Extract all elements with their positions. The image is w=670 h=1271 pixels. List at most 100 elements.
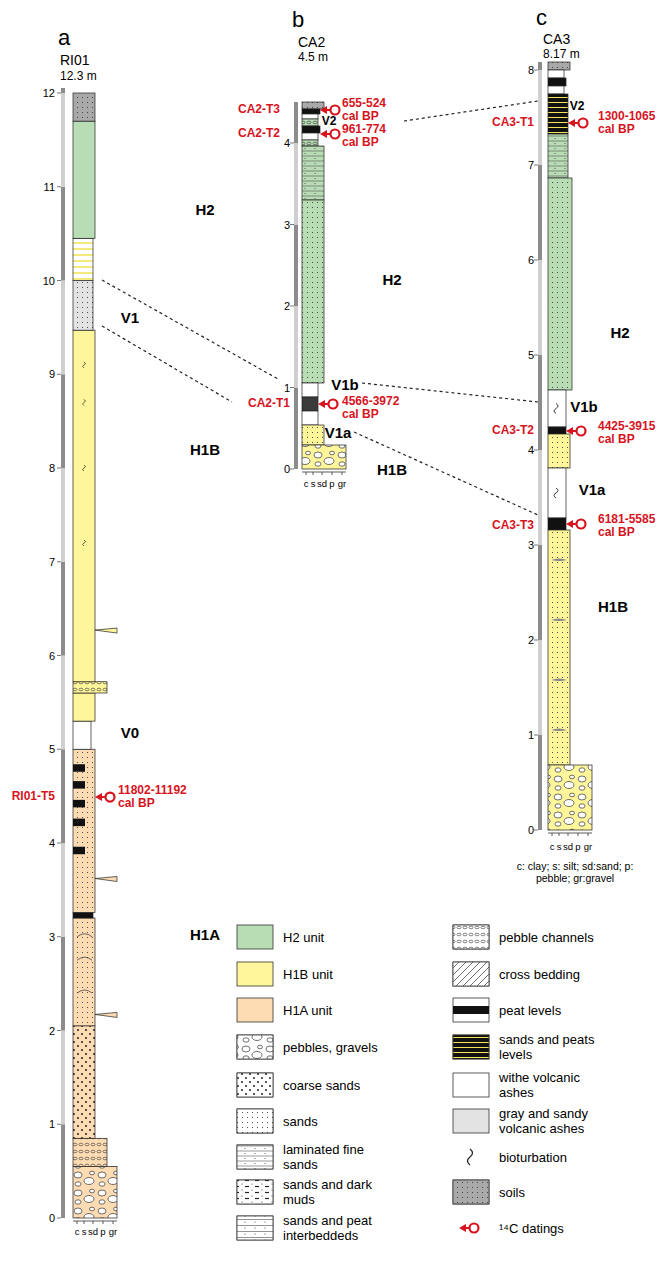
sand-lens bbox=[95, 628, 117, 633]
stratum-layer bbox=[548, 390, 566, 427]
legend-swatch bbox=[453, 1145, 489, 1169]
stratum-pattern bbox=[548, 530, 570, 765]
sample-code: CA2-T1 bbox=[248, 397, 290, 411]
stratum-layer bbox=[73, 682, 107, 693]
depth-tick: 5 bbox=[528, 349, 534, 362]
unit-label: H2 bbox=[382, 271, 401, 288]
legend-swatch bbox=[453, 1109, 489, 1133]
bioturbation-symbol bbox=[468, 1149, 473, 1165]
stratum-pattern bbox=[302, 102, 324, 109]
depth-tick-mark bbox=[57, 186, 61, 187]
stratum-layer bbox=[302, 102, 324, 109]
stratum-layer bbox=[302, 445, 346, 469]
dating-arrow bbox=[95, 793, 102, 801]
grain-size-note: c: clay; s: silt; sd:sand; p: pebble; gr… bbox=[500, 860, 650, 884]
unit-label: V1a bbox=[325, 424, 352, 441]
stratum-pattern bbox=[548, 62, 570, 70]
radiocarbon-age: 4566-3972 cal BP bbox=[342, 395, 410, 421]
stratum-outline bbox=[73, 918, 95, 1026]
stratum-layer bbox=[548, 62, 570, 70]
stratum-layer bbox=[73, 238, 93, 280]
legend-item bbox=[453, 1035, 489, 1059]
stratum-layer bbox=[302, 146, 324, 200]
legend-swatch bbox=[453, 1035, 489, 1059]
depth-tick: 6 bbox=[528, 254, 534, 267]
legend-outline bbox=[237, 1145, 273, 1169]
stratum-layer bbox=[73, 1138, 107, 1166]
legend-label: withe volcanic ashes bbox=[499, 1070, 617, 1100]
stratum-pattern bbox=[73, 238, 93, 280]
dating-ring bbox=[577, 520, 586, 529]
stratum-outline bbox=[548, 530, 570, 765]
stratum-outline bbox=[73, 1026, 95, 1139]
legend-label: ¹⁴C datings bbox=[499, 1221, 617, 1236]
depth-tick-mark bbox=[57, 280, 61, 281]
legend-outline bbox=[453, 1180, 489, 1204]
legend-item bbox=[237, 925, 273, 949]
stratum-layer bbox=[548, 70, 564, 78]
dating-ring bbox=[106, 793, 115, 802]
legend-item bbox=[237, 1073, 273, 1097]
depth-axis bbox=[61, 1124, 65, 1218]
stratum-layer bbox=[302, 411, 318, 425]
dating-arrow bbox=[459, 1224, 466, 1232]
depth-tick-mark bbox=[57, 1124, 61, 1125]
stratum-outline bbox=[237, 1216, 273, 1240]
depth-tick-mark bbox=[290, 306, 294, 307]
depth-tick: 1 bbox=[49, 1118, 55, 1131]
peat-bar bbox=[73, 819, 85, 827]
legend-swatch bbox=[237, 998, 273, 1022]
legend-label: gray and sandy volcanic ashes bbox=[499, 1106, 617, 1136]
stratum-layer bbox=[302, 114, 318, 119]
stratum-pattern bbox=[548, 765, 592, 830]
legend-label: pebbles, gravels bbox=[283, 1040, 401, 1055]
legend-pattern bbox=[237, 1073, 273, 1097]
grain-size-tick bbox=[559, 833, 560, 836]
radiocarbon-age: 655-524 cal BP bbox=[342, 97, 398, 123]
stratum-outline bbox=[302, 425, 324, 445]
depth-axis bbox=[61, 749, 65, 843]
depth-tick-mark bbox=[534, 830, 538, 831]
stratum-outline bbox=[237, 1109, 273, 1133]
stratum-outline bbox=[302, 114, 318, 119]
legend-item bbox=[237, 998, 273, 1022]
stratum-layer bbox=[302, 200, 324, 383]
dating-arrow bbox=[568, 119, 575, 127]
legend-swatch bbox=[237, 1216, 273, 1240]
stratum-layer bbox=[302, 109, 320, 114]
sample-code: CA3-T2 bbox=[492, 424, 534, 438]
legend-outline bbox=[237, 1035, 273, 1059]
depth-tick: 0 bbox=[284, 463, 290, 476]
stratum-pattern bbox=[73, 682, 107, 693]
dating-arrow bbox=[320, 130, 327, 138]
legend-label: H1B unit bbox=[283, 967, 401, 982]
stratum-outline bbox=[548, 94, 568, 134]
depth-tick: 10 bbox=[43, 274, 55, 287]
bioturbation-symbol bbox=[83, 362, 86, 368]
stratum-outline bbox=[73, 238, 93, 280]
stratum-layer bbox=[548, 86, 564, 94]
stratum-outline bbox=[548, 70, 564, 78]
legend-outline bbox=[453, 962, 489, 986]
legend-label: H2 unit bbox=[283, 930, 401, 945]
cross-bedding-mark bbox=[77, 990, 92, 993]
legend-item bbox=[453, 1109, 489, 1133]
peat-bar bbox=[73, 847, 85, 855]
depth-axis bbox=[538, 450, 542, 545]
grain-size-label: gr bbox=[338, 479, 346, 490]
sample-code: RI01-T5 bbox=[12, 790, 55, 804]
stratum-pattern bbox=[302, 200, 324, 383]
stratum-pattern bbox=[73, 1026, 95, 1139]
depth-axis bbox=[61, 1031, 65, 1125]
legend-item bbox=[237, 1216, 273, 1240]
dating-ring bbox=[577, 427, 586, 436]
stratum-pattern bbox=[73, 918, 95, 1026]
legend-swatch bbox=[237, 1109, 273, 1133]
depth-tick-mark bbox=[57, 655, 61, 656]
stratum-pattern bbox=[73, 93, 95, 121]
depth-tick-mark bbox=[534, 735, 538, 736]
stratum-pattern bbox=[73, 1166, 117, 1218]
stratum-outline bbox=[73, 330, 95, 682]
legend-swatch bbox=[237, 1073, 273, 1097]
legend-item bbox=[453, 925, 489, 949]
